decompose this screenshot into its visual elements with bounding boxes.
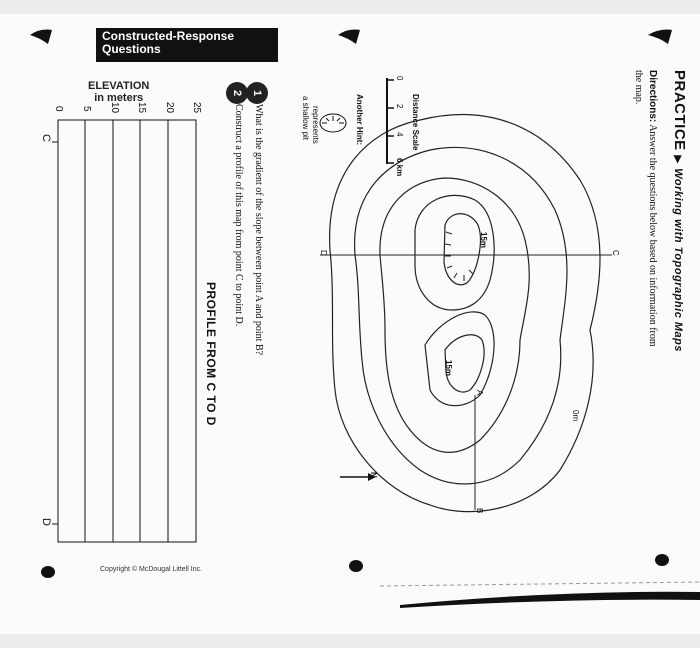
- practice-heading: PRACTICE ▶ Working with Topographic Maps: [671, 70, 688, 352]
- profile-grid: [57, 119, 197, 543]
- binder-hole: [655, 554, 669, 566]
- hint-label: Another Hint:: [355, 94, 364, 146]
- scale-tick-6: 6 km: [395, 158, 404, 177]
- contour-label-0m: 0m: [571, 410, 580, 422]
- y-tick-25: 25: [191, 102, 202, 114]
- hilltop-contour-15m: [444, 334, 485, 393]
- directions-text-line2: the map.: [633, 70, 644, 105]
- y-tick-0: 0: [53, 106, 64, 112]
- scale-tick-4: 4: [395, 132, 404, 137]
- question-number-2: 2: [226, 82, 248, 104]
- contour-label-15m-pit: 15m: [479, 232, 488, 249]
- contour-line: [354, 146, 568, 485]
- depression-hachures: [444, 231, 474, 281]
- elevation-axis-label: ELEVATION in meters: [88, 80, 150, 104]
- section-title-box: Constructed-Response Questions: [96, 28, 278, 62]
- binder-hole-mark: [30, 29, 52, 44]
- point-label-d: D: [319, 250, 328, 256]
- contour-line-0m: [329, 114, 601, 513]
- profile-start-c: C: [40, 134, 52, 142]
- hint-text-1: represents: [311, 106, 320, 144]
- binder-hole: [41, 566, 55, 578]
- hint-text-2: a shallow pit: [301, 96, 310, 141]
- depression-contour-15m: [443, 213, 481, 286]
- scale-tick-0: 0: [395, 76, 404, 81]
- question-number-1: 1: [246, 82, 268, 104]
- question-1-text: What is the gradient of the slope betwee…: [253, 104, 264, 356]
- north-label: N: [369, 472, 378, 478]
- contour-line: [379, 177, 530, 453]
- profile-title: PROFILE FROM C TO D: [204, 282, 218, 426]
- profile-end-d: D: [40, 518, 52, 526]
- y-tick-10: 10: [109, 102, 120, 114]
- y-tick-5: 5: [81, 106, 92, 112]
- distance-scale-label: Distance Scale: [411, 94, 420, 151]
- binder-hole-mark: [648, 29, 672, 44]
- contour-line: [424, 311, 495, 407]
- y-tick-20: 20: [164, 102, 175, 114]
- shallow-pit-symbol-icon: [319, 113, 347, 133]
- question-2-text: Construct a profile of this map from poi…: [233, 104, 244, 327]
- y-tick-15: 15: [136, 102, 147, 114]
- point-label-a: A: [475, 390, 484, 396]
- binder-hole: [349, 560, 363, 572]
- page-edge-shadow: [400, 591, 700, 608]
- point-label-b: B: [475, 508, 484, 514]
- copyright-text: Copyright © McDougal Littell Inc.: [100, 566, 203, 573]
- binder-hole-mark: [338, 29, 360, 44]
- directions-text: Directions: Answer the questions below b…: [647, 70, 658, 347]
- scale-tick-2: 2: [395, 104, 404, 109]
- worksheet-page: [0, 14, 700, 634]
- contour-label-15m-hill: 15m: [444, 360, 453, 377]
- point-label-c: C: [611, 250, 620, 256]
- contour-line: [414, 194, 495, 311]
